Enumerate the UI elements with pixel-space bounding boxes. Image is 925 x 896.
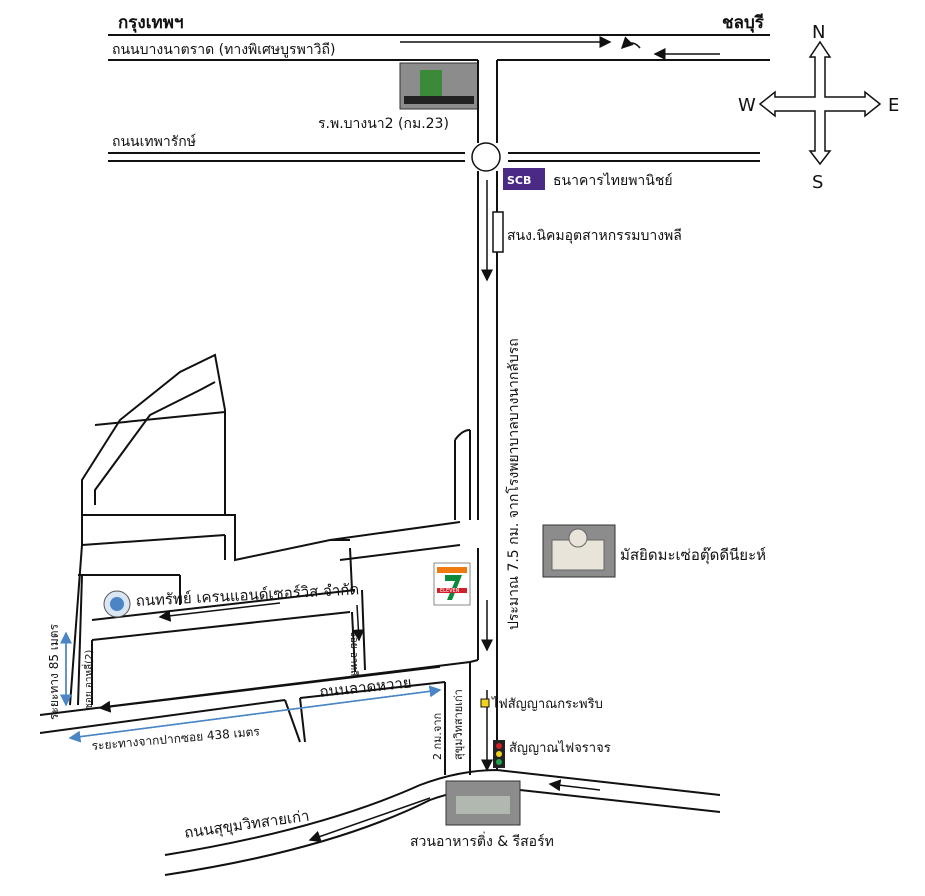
restaurant-label: สวนอาหารติ่ง & รีสอร์ท bbox=[410, 832, 554, 850]
thepharak-road-label: ถนนเทพารักษ์ bbox=[112, 133, 196, 150]
bangna-trat-road-label: ถนนบางนาตราด (ทางพิเศษบูรพาวิถี) bbox=[112, 42, 335, 58]
distance-438-label: ระยะทางจากปากซอย 438 เมตร bbox=[91, 724, 261, 753]
svg-text:SCB: SCB bbox=[507, 174, 531, 187]
compass-south: S bbox=[812, 172, 823, 193]
compass-north: N bbox=[812, 22, 825, 43]
bangkok-label: กรุงเทพฯ bbox=[118, 13, 184, 33]
neighborhood-roads bbox=[69, 353, 471, 706]
hospital-photo bbox=[399, 62, 479, 110]
soi-middle-label: ซอย อาหลี่ bbox=[348, 630, 362, 676]
mosque-label: มัสยิดมะเซ่อตุ๊ดดีนียะห์ bbox=[620, 546, 766, 565]
distance-2km-b-label: สุขุมวิทสายเก่า bbox=[452, 689, 465, 760]
company-logo bbox=[103, 590, 131, 618]
lat-krabang-road-label: ถนนลาดหวาย bbox=[319, 673, 413, 701]
company-label: ถนทรัพย์ เครนแอนด์เซอร์วิส จำกัด bbox=[135, 580, 359, 610]
compass-icon bbox=[758, 40, 882, 166]
flashing-light-icon bbox=[480, 698, 490, 708]
industrial-office-marker bbox=[492, 211, 504, 253]
main-vertical-road bbox=[477, 60, 498, 772]
thepharak-road bbox=[108, 142, 760, 172]
seven-eleven-logo: ELEVEN bbox=[433, 562, 471, 606]
distance-vertical-label: ประมาณ 7.5 กม. จากโรงพยาบาลบางนากลับรถ bbox=[505, 338, 522, 630]
chonburi-label: ชลบุรี bbox=[722, 12, 765, 33]
compass-east: E bbox=[888, 95, 899, 116]
compass-west: W bbox=[738, 95, 756, 116]
svg-text:ELEVEN: ELEVEN bbox=[440, 588, 460, 594]
distance-2km-label: 2 กม.จาก bbox=[431, 713, 444, 760]
hospital-label: ร.พ.บางนา2 (กม.23) bbox=[318, 116, 449, 132]
soi-left-label: ซอย อาหลี่(2) bbox=[81, 650, 95, 710]
distance-438-marker bbox=[68, 685, 442, 743]
distance-85-label: ระยะทาง 85 เมตร bbox=[47, 623, 61, 720]
scb-logo: SCB bbox=[503, 168, 545, 190]
industrial-office-label: สนง.นิคมอุตสาหกรรมบางพลี bbox=[507, 228, 682, 244]
traffic-light-icon bbox=[493, 740, 505, 768]
lat-krabang-road bbox=[39, 659, 479, 775]
bangna-trat-road bbox=[108, 34, 770, 61]
mosque-photo bbox=[542, 524, 616, 578]
sukhumvit-old-road-label: ถนนสุขุมวิทสายเก่า bbox=[183, 807, 311, 843]
restaurant-photo bbox=[445, 780, 521, 826]
traffic-light-label: สัญญาณไฟจราจร bbox=[509, 740, 611, 756]
flashing-light-label: ไฟสัญญาณกระพริบ bbox=[491, 696, 603, 712]
scb-bank-label: ธนาคารไทยพานิชย์ bbox=[553, 172, 673, 189]
